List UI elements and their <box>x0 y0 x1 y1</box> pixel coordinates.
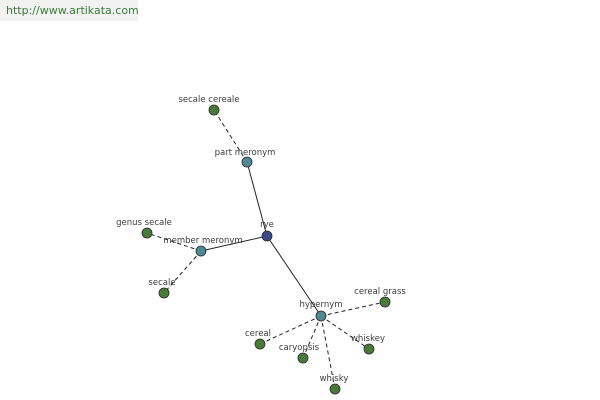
node-secale[interactable] <box>158 287 170 299</box>
node-member-meronym[interactable] <box>195 245 207 257</box>
edge-part_meronym-to-secale_cereale <box>213 109 248 163</box>
node-label-cereal: cereal <box>245 329 271 339</box>
node-hypernym[interactable] <box>315 310 327 322</box>
edge-rye-to-hypernym <box>266 235 322 317</box>
node-caryopsis[interactable] <box>297 352 309 364</box>
edge-hypernym-to-caryopsis <box>302 315 322 359</box>
edge-rye-to-part_meronym <box>246 161 268 237</box>
node-label-rye: rye <box>260 220 274 230</box>
node-cereal[interactable] <box>254 338 266 350</box>
node-label-whisky: whisky <box>320 374 349 384</box>
edge-member_meronym-to-genus_secale <box>146 232 202 252</box>
node-secale-cereale[interactable] <box>208 104 220 116</box>
node-genus-secale[interactable] <box>141 227 153 239</box>
graph-edges <box>146 109 386 390</box>
node-label-member-meronym: member meronym <box>163 236 242 246</box>
node-label-secale-cereale: secale cereale <box>178 95 239 105</box>
edge-hypernym-to-whiskey <box>320 315 370 350</box>
node-whisky[interactable] <box>329 383 341 395</box>
node-cereal-grass[interactable] <box>379 296 391 308</box>
node-label-part-meronym: part meronym <box>215 148 276 158</box>
graph-labels: rye part meronym member meronym hypernym sec… <box>116 95 406 384</box>
node-label-caryopsis: caryopsis <box>279 343 320 353</box>
node-label-whiskey: whiskey <box>351 334 385 344</box>
graph-nodes <box>141 104 391 395</box>
node-rye[interactable] <box>261 230 273 242</box>
node-whiskey[interactable] <box>363 343 375 355</box>
site-url[interactable]: http://www.artikata.com <box>6 4 139 17</box>
node-label-genus-secale: genus secale <box>116 218 172 228</box>
edge-hypernym-to-cereal_grass <box>320 301 386 317</box>
node-label-hypernym: hypernym <box>299 300 342 310</box>
node-part-meronym[interactable] <box>241 156 253 168</box>
edge-hypernym-to-whisky <box>320 315 336 390</box>
url-banner: http://www.artikata.com <box>0 0 139 21</box>
edge-member_meronym-to-secale <box>163 250 202 294</box>
node-label-secale: secale <box>148 278 175 288</box>
node-label-cereal-grass: cereal grass <box>354 287 406 297</box>
edge-rye-to-member_meronym <box>200 235 268 252</box>
